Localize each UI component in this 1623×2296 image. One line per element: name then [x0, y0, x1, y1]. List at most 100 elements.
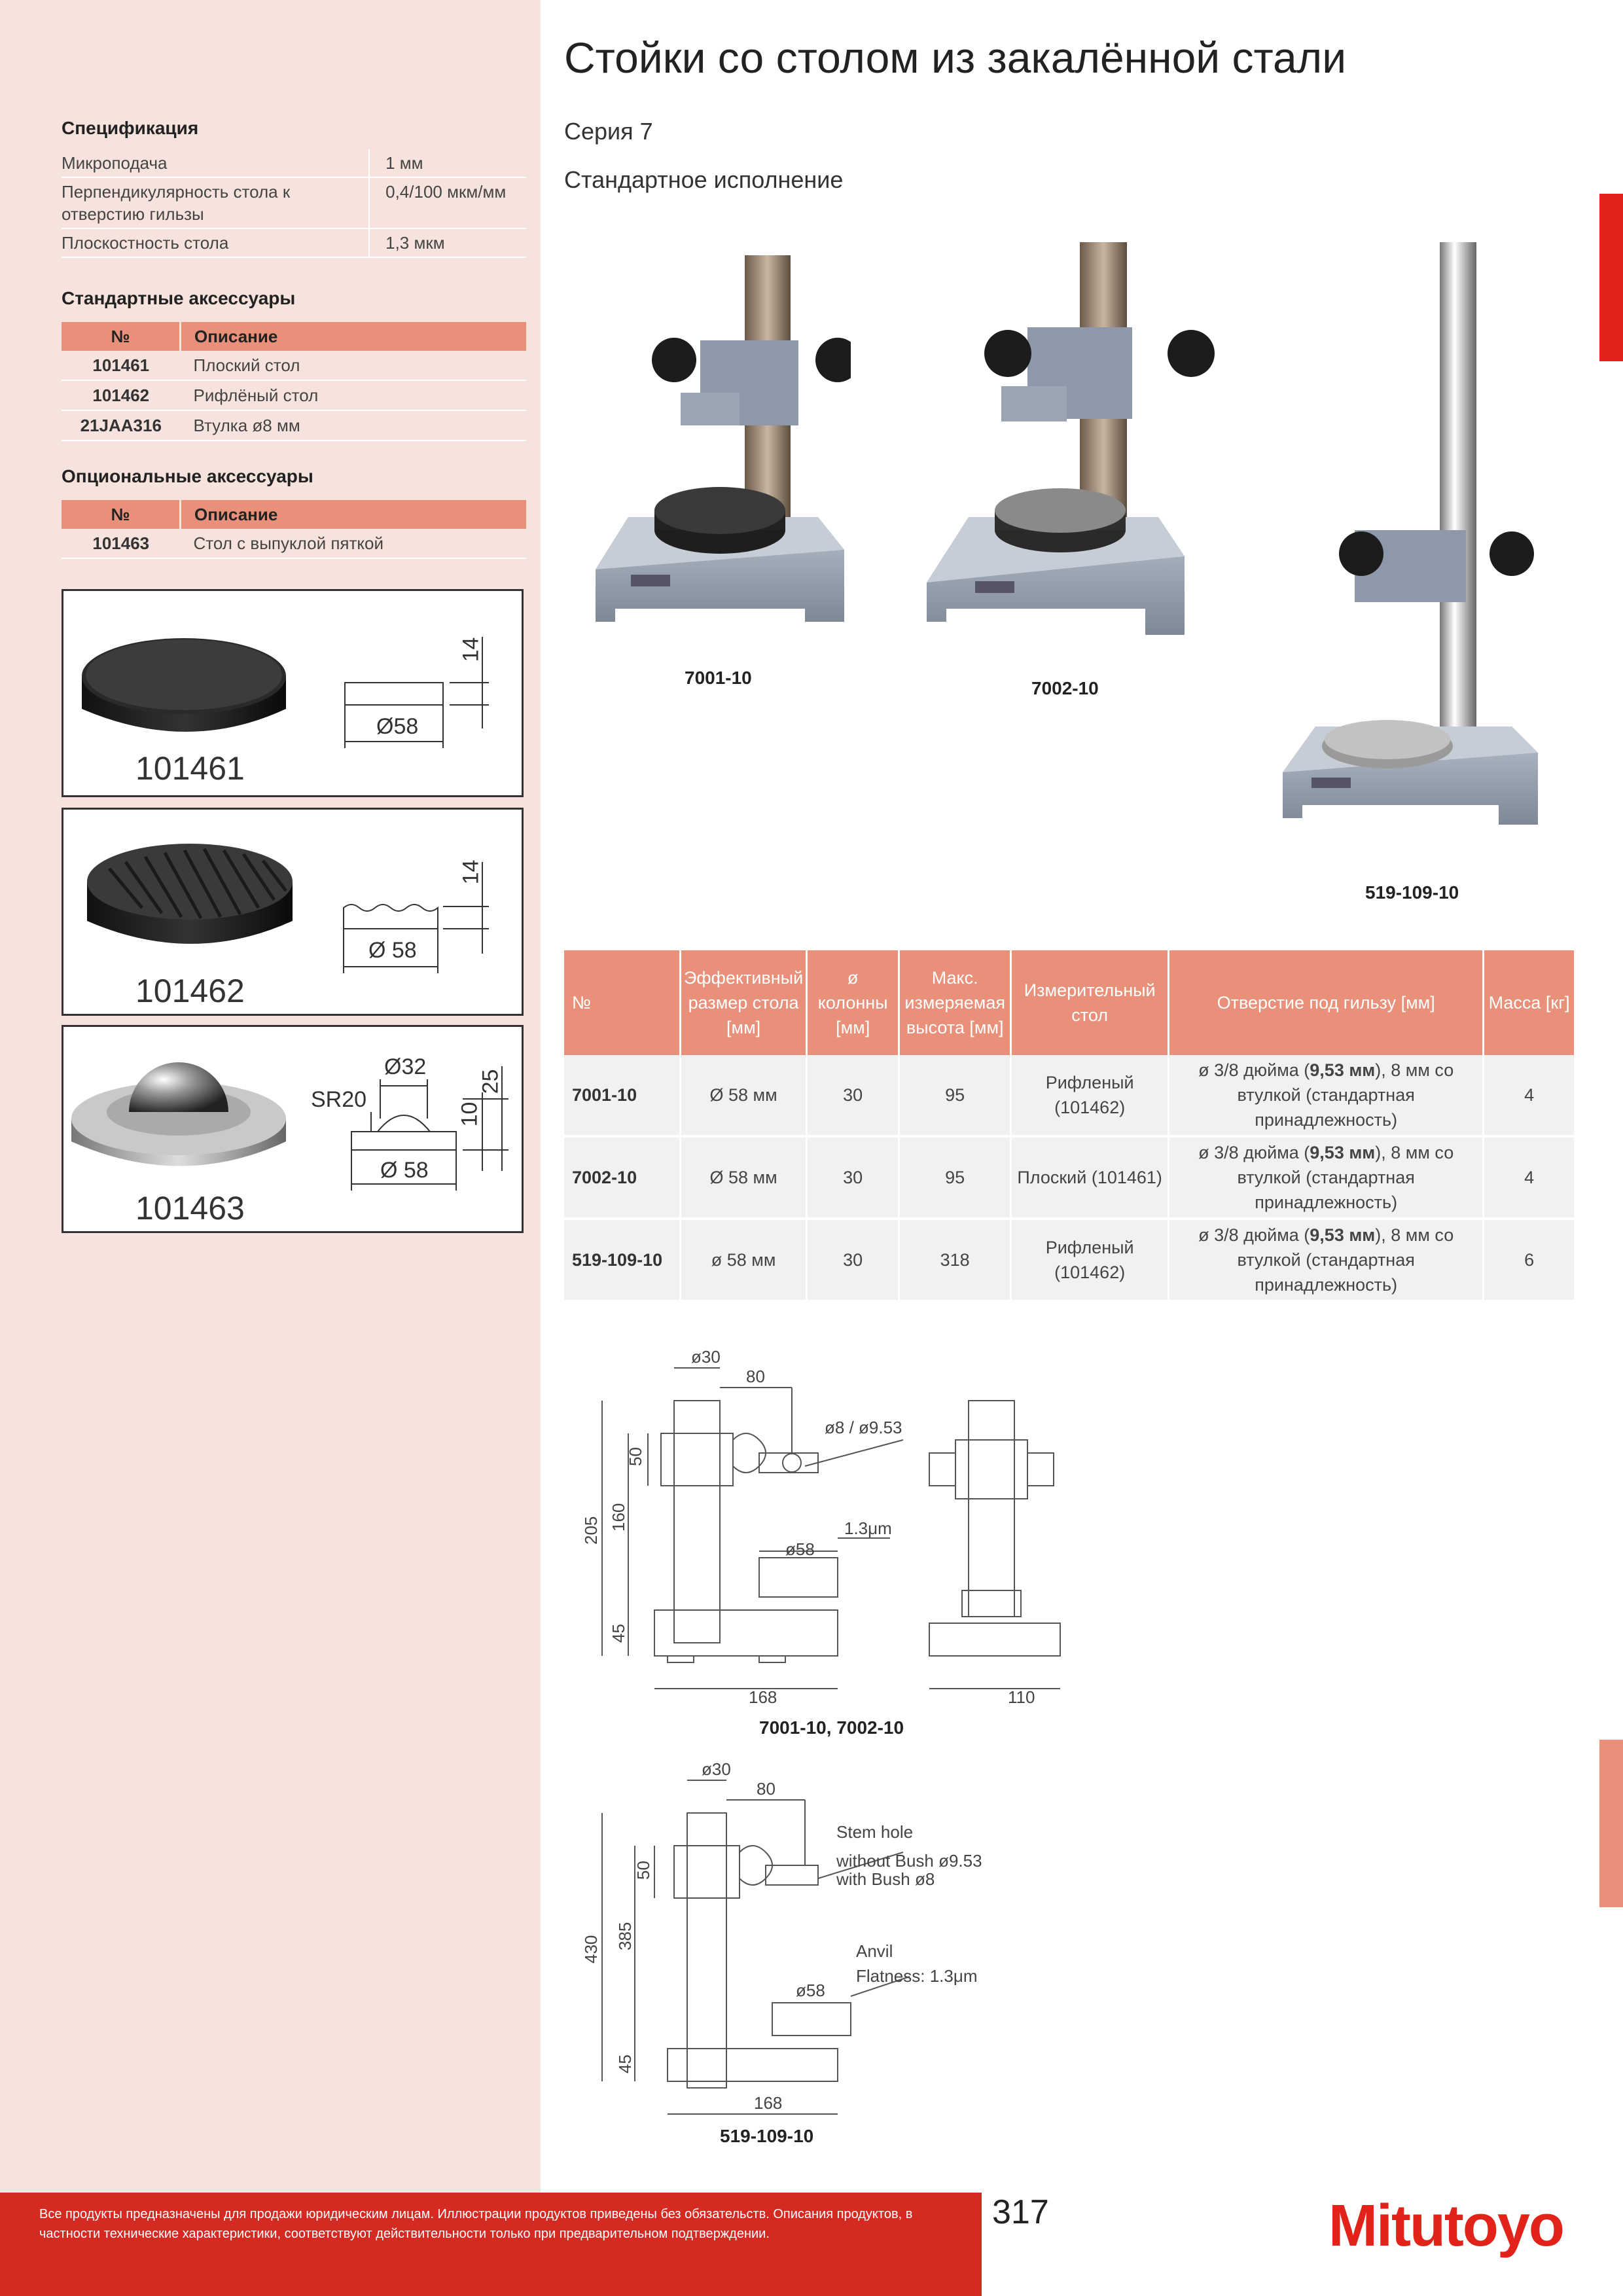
dim-top-diameter: Ø32 — [384, 1054, 427, 1079]
cell-column: 30 — [806, 1219, 901, 1302]
dim-d430: 430 — [581, 1935, 601, 1964]
page-title: Стойки со столом из закалённой стали — [564, 33, 1347, 82]
dim-d110: 110 — [1008, 1687, 1035, 1707]
cell-height: 318 — [899, 1219, 1012, 1302]
stem-with-bush: with Bush ø8 — [836, 1869, 935, 1889]
hole-post: ), 8 мм со втулкой (стандартная принадле… — [1237, 1225, 1454, 1295]
spec-label: Плоскостность стола — [62, 228, 370, 258]
cell-no: 7002-10 — [564, 1136, 681, 1220]
accessory-code: 101462 — [135, 973, 245, 1009]
hole-pre: ø 3/8 дюйма ( — [1198, 1060, 1310, 1080]
acc-desc: Стол с выпуклой пяткой — [180, 529, 526, 559]
ball-anvil-illustration — [71, 1062, 508, 1191]
hole-bold: 9,53 мм — [1310, 1143, 1376, 1162]
col-hole: Отверстие под гильзу [мм] — [1168, 950, 1485, 1055]
technical-drawing-7001: ø30 80 ø8 / ø9.53 50 160 205 ø58 1.3μm 4… — [581, 1347, 1061, 1707]
table-row: 519-109-10 ø 58 мм 30 318 Рифленый (1014… — [564, 1219, 1576, 1302]
product-table: № Эффективный размер стола [мм] ø колонн… — [564, 950, 1576, 1302]
cell-mass: 4 — [1483, 1136, 1576, 1220]
cell-size: Ø 58 мм — [680, 1055, 808, 1138]
dim-anvil: ø58 — [796, 1981, 825, 2000]
hole-pre: ø 3/8 дюйма ( — [1198, 1225, 1310, 1245]
anvil-label: Anvil — [856, 1941, 893, 1961]
hole-bold: 9,53 мм — [1310, 1225, 1376, 1245]
section-tab-marker — [1599, 194, 1623, 361]
opt-acc-heading: Опциональные аксессуары — [62, 466, 313, 486]
spec-label: Перпендикулярность стола к отверстию гил… — [62, 177, 370, 229]
dim-height: 14 — [458, 637, 484, 662]
dim-diameter: Ø 58 — [380, 1158, 429, 1183]
cell-height: 95 — [899, 1055, 1012, 1138]
stem-hole-label: Stem hole — [836, 1822, 913, 1842]
cell-mass: 6 — [1483, 1219, 1576, 1302]
spec-row: Перпендикулярность стола к отверстию гил… — [62, 177, 526, 229]
stand-photo-7001-10 — [596, 255, 851, 622]
dim-diameter: Ø 58 — [368, 938, 417, 963]
dim-d160: 160 — [609, 1503, 628, 1532]
spec-heading: Спецификация — [62, 118, 199, 138]
dim-d168: 168 — [754, 2093, 782, 2113]
dim-diameter: Ø58 — [376, 714, 419, 739]
cell-table: Рифленый (101462) — [1010, 1055, 1170, 1138]
drawing-caption: 7001-10, 7002-10 — [759, 1717, 904, 1738]
acc-no: 101461 — [62, 351, 181, 381]
dim-flat: 1.3μm — [844, 1518, 892, 1538]
col-desc: Описание — [180, 500, 526, 529]
spec-value: 1,3 мкм — [368, 228, 526, 258]
dim-anvil: ø58 — [785, 1539, 815, 1559]
section-tab-marker-light — [1599, 1740, 1623, 1907]
cell-mass: 4 — [1483, 1055, 1576, 1138]
cell-size: Ø 58 мм — [680, 1136, 808, 1220]
col-mass: Масса [кг] — [1483, 950, 1576, 1055]
acc-no: 101463 — [62, 529, 181, 559]
dim-d30: ø30 — [702, 1759, 731, 1779]
series-label: Серия 7 — [564, 118, 653, 145]
flat-anvil-illustration — [82, 637, 489, 748]
accessory-code: 101463 — [135, 1190, 245, 1227]
dim-height: 14 — [458, 859, 484, 885]
col-no: № — [62, 500, 181, 529]
dim-d80: 80 — [746, 1367, 765, 1386]
spec-value: 0,4/100 мкм/мм — [368, 177, 526, 229]
accessory-code: 101461 — [135, 750, 245, 787]
col-no: № — [564, 950, 681, 1055]
dim-d30: ø30 — [691, 1347, 721, 1367]
dim-d80: 80 — [757, 1779, 776, 1799]
accessory-drawing-101463: Ø32 SR20 10 25 Ø 58 101463 — [62, 1025, 524, 1233]
table-row: 7002-10 Ø 58 мм 30 95 Плоский (101461) ø… — [564, 1136, 1576, 1220]
dim-d45: 45 — [609, 1624, 628, 1643]
acc-no: 101462 — [62, 380, 181, 411]
technical-drawing-519: ø30 80 Stem hole without Bush ø9.53 with… — [581, 1759, 982, 2115]
cell-table: Плоский (101461) — [1010, 1136, 1170, 1220]
col-no: № — [62, 322, 181, 351]
footer-bar: Все продукты предназначены для продажи ю… — [0, 2193, 982, 2296]
serrated-anvil-illustration — [87, 844, 489, 973]
col-desc: Описание — [180, 322, 526, 351]
dim-d45: 45 — [615, 2054, 635, 2073]
dim-d50: 50 — [633, 1861, 653, 1880]
hole-post: ), 8 мм со втулкой (стандартная принадле… — [1237, 1143, 1454, 1212]
dim-radius: SR20 — [311, 1087, 367, 1112]
photo-caption: 519-109-10 — [1365, 882, 1459, 903]
acc-desc: Рифлёный стол — [180, 380, 526, 411]
hole-post: ), 8 мм со втулкой (стандартная принадле… — [1237, 1060, 1454, 1130]
footer-disclaimer: Все продукты предназначены для продажи ю… — [39, 2207, 913, 2241]
dim-height-1: 10 — [457, 1102, 482, 1127]
cell-no: 7001-10 — [564, 1055, 681, 1138]
acc-desc: Втулка ø8 мм — [180, 410, 526, 441]
col-height: Макс. измеряемая высота [мм] — [899, 950, 1012, 1055]
cell-column: 30 — [806, 1136, 901, 1220]
table-row: 7001-10 Ø 58 мм 30 95 Рифленый (101462) … — [564, 1055, 1576, 1138]
dim-d385: 385 — [615, 1922, 635, 1950]
cell-size: ø 58 мм — [680, 1219, 808, 1302]
table-header-row: № Эффективный размер стола [мм] ø колонн… — [564, 950, 1576, 1055]
col-size: Эффективный размер стола [мм] — [680, 950, 808, 1055]
std-acc-heading: Стандартные аксессуары — [62, 288, 296, 308]
photo-caption: 7002-10 — [1031, 678, 1099, 698]
cell-hole: ø 3/8 дюйма (9,53 мм), 8 мм со втулкой (… — [1168, 1055, 1485, 1138]
